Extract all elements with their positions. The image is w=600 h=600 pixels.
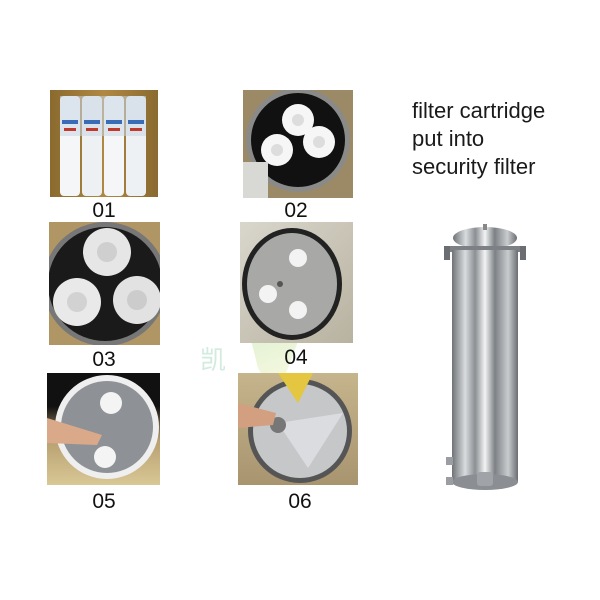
- filter-cartridges-image: [60, 96, 146, 196]
- step-04-photo: [240, 222, 353, 343]
- caption-line-3: security filter: [412, 154, 536, 179]
- step-03-photo: [49, 222, 160, 345]
- fastening-plate-image: [47, 375, 159, 479]
- pressure-plate-image: [242, 228, 342, 340]
- step-05-label: 05: [92, 490, 116, 513]
- caption-line-2: put into: [412, 126, 485, 151]
- step-06-label: 06: [288, 490, 312, 513]
- watermark-text: 凯: [200, 345, 227, 375]
- step-05-photo: [47, 373, 160, 485]
- step-01-photo: [50, 90, 158, 197]
- step-04-label: 04: [284, 346, 308, 369]
- caption: filter cartridge put into security filte…: [412, 97, 545, 181]
- caption-line-1: filter cartridge: [412, 98, 546, 123]
- cartridge-caps-image: [49, 222, 160, 345]
- step-03-label: 03: [92, 348, 116, 371]
- step-06-photo: [238, 373, 358, 485]
- step-02-photo: [243, 90, 353, 198]
- cartridges-in-housing-image: [243, 90, 350, 198]
- step-01-label: 01: [92, 199, 116, 222]
- step-02-label: 02: [284, 199, 308, 222]
- closing-lid-image: [238, 373, 352, 483]
- stainless-steel-filter-housing-image: [444, 224, 526, 490]
- security-filter-housing-photo: [440, 222, 530, 497]
